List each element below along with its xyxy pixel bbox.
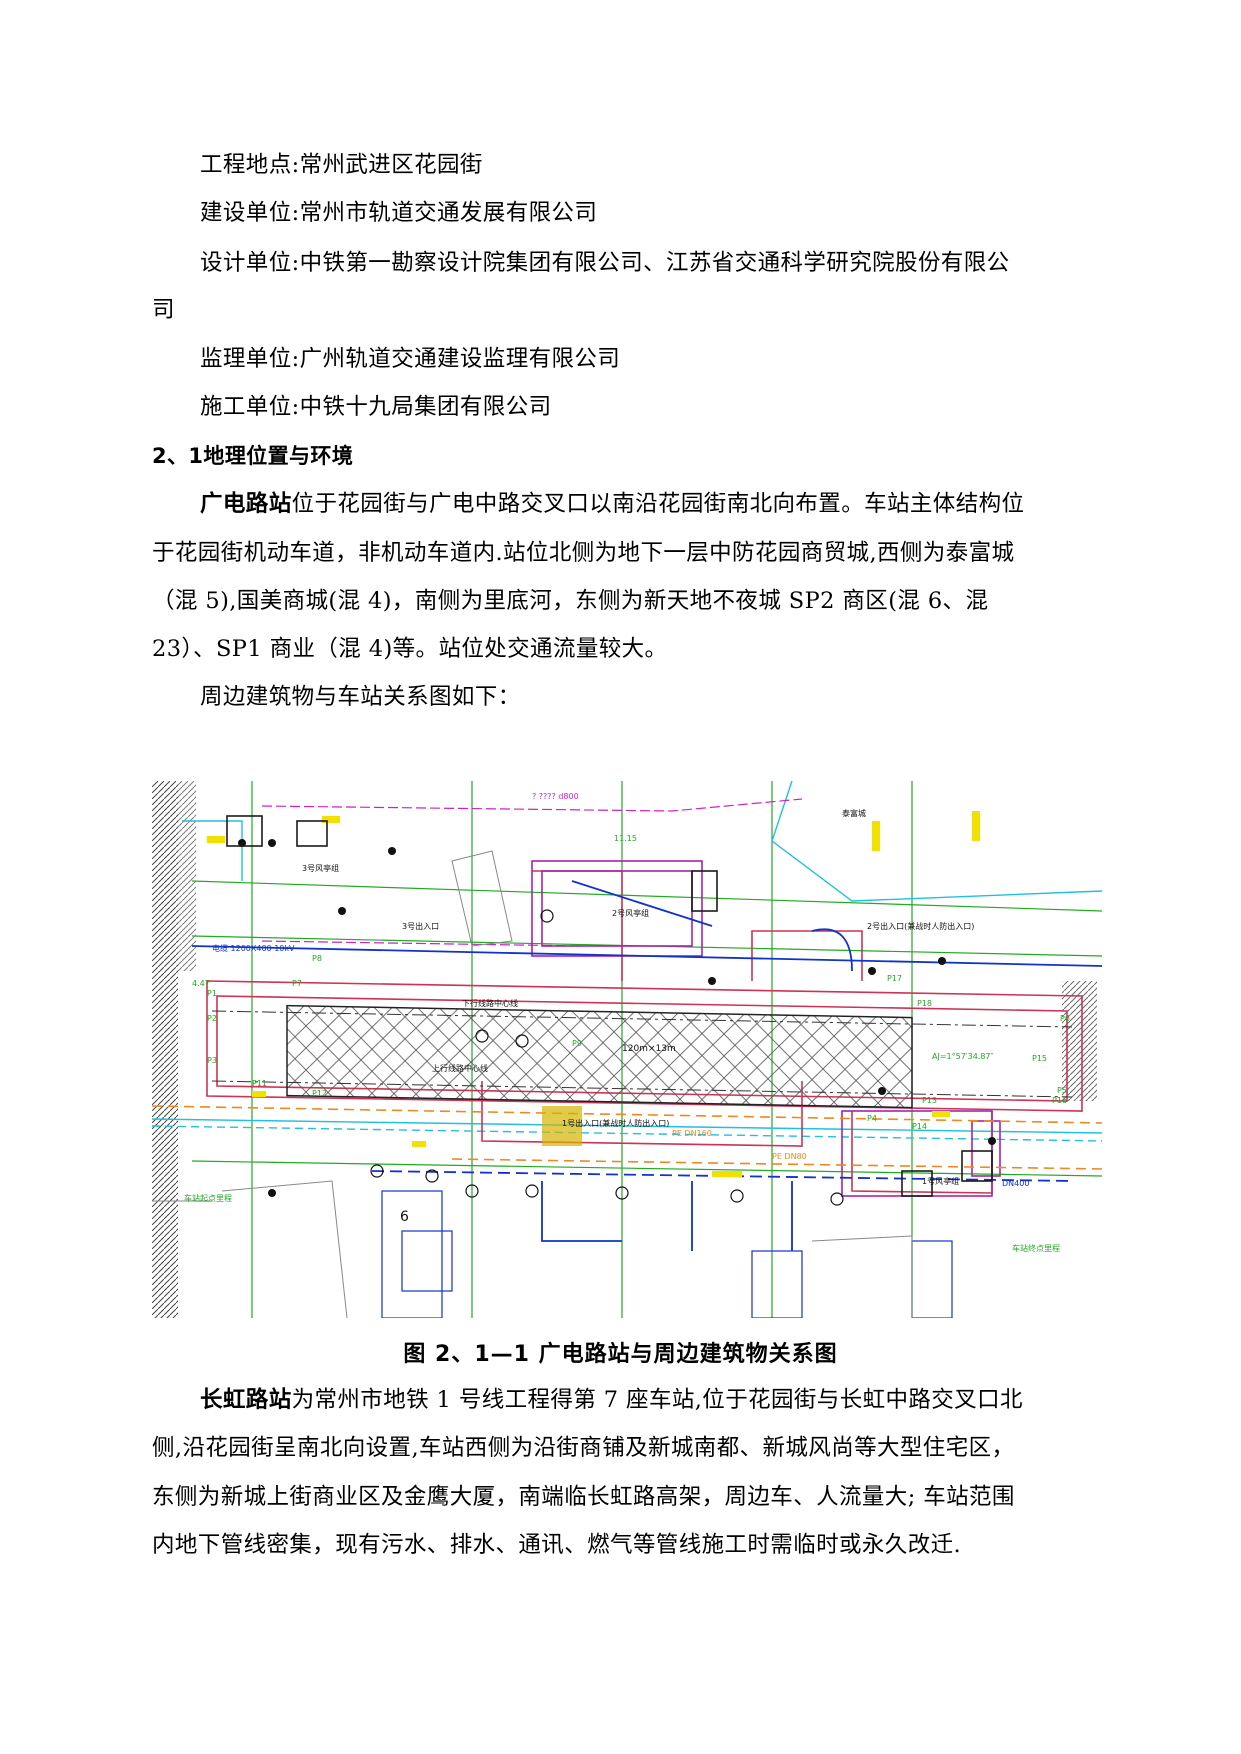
svg-text:P9: P9 xyxy=(572,1039,582,1048)
svg-text:P15: P15 xyxy=(1032,1054,1047,1063)
label-mileage1: 车站起点里程 xyxy=(184,1193,232,1203)
para1-line1: 广电路站位于花园街与广电中路交叉口以南沿花园街南北向布置。车站主体结构位 xyxy=(200,491,1025,517)
para3-line3: 东侧为新城上街商业区及金鹰大厦，南端临长虹路高架，周边车、人流量大; 车站范围 xyxy=(152,1484,1015,1510)
svg-text:P4: P4 xyxy=(867,1114,877,1123)
svg-text:P7: P7 xyxy=(292,979,302,988)
project-location-line: 工程地点:常州武进区花园街 xyxy=(200,152,483,178)
para3-bold-lead: 长虹路站 xyxy=(200,1387,292,1413)
svg-text:P18: P18 xyxy=(917,999,932,1008)
owner-line: 建设单位:常州市轨道交通发展有限公司 xyxy=(200,200,598,226)
para3-line4: 内地下管线密集，现有污水、排水、通讯、燃气等管线施工时需临时或永久改迁. xyxy=(152,1532,962,1558)
para1-line3: （混 5),国美商城(混 4)，南侧为里底河，东侧为新天地不夜城 SP2 商区(… xyxy=(152,588,989,614)
svg-text:P17: P17 xyxy=(887,974,902,983)
label-power: 电缆 1200X400 10kV xyxy=(212,943,295,953)
section-heading: 2、1地理位置与环境 xyxy=(152,444,354,468)
para3-line1: 长虹路站为常州市地铁 1 号线工程得第 7 座车站,位于花园街与长虹中路交叉口北 xyxy=(200,1387,1023,1413)
label-fan1: 1号风亭组 xyxy=(922,1176,959,1186)
label-angle: AJ=1°57′34.87″ xyxy=(932,1052,994,1061)
label-mark-b: 11.15 xyxy=(614,834,637,843)
label-exit1: 1号出入口(兼战时人防出入口) xyxy=(562,1118,669,1128)
label-pipe3: DN400 xyxy=(1002,1179,1029,1188)
svg-text:P12: P12 xyxy=(312,1089,327,1098)
svg-text:P8: P8 xyxy=(312,954,322,963)
station-outline xyxy=(206,870,1083,1194)
svg-text:P14: P14 xyxy=(912,1122,927,1131)
svg-text:P6: P6 xyxy=(1060,1014,1070,1023)
label-dims: 120m×13m xyxy=(622,1044,676,1054)
figure-caption: 图 2、1—1 广电路站与周边建筑物关系图 xyxy=(403,1342,838,1367)
para1-line2: 于花园街机动车道，非机动车道内.站位北侧为地下一层中防花园商贸城,西侧为泰富城 xyxy=(152,540,1015,566)
supervisor-line: 监理单位:广州轨道交通建设监理有限公司 xyxy=(200,346,621,372)
svg-text:P5: P5 xyxy=(1057,1086,1067,1095)
svg-text:P11: P11 xyxy=(252,1079,267,1088)
svg-text:P2: P2 xyxy=(207,1014,217,1023)
right-hatched-building xyxy=(1062,981,1097,1101)
station-main-body xyxy=(286,1004,913,1109)
label-fan2: 2号风亭组 xyxy=(612,908,649,918)
designer-line: 设计单位:中铁第一勘察设计院集团有限公司、江苏省交通科学研究院股份有限公 xyxy=(200,250,1010,276)
left-hatched-building xyxy=(152,781,178,1318)
label-down-line: 下行线路中心线 xyxy=(462,998,518,1008)
designer-line-continuation: 司 xyxy=(152,297,175,323)
label-pipe1: PE DN160 xyxy=(672,1129,712,1138)
label-taifu: 泰富城 xyxy=(842,808,866,818)
svg-text:P3: P3 xyxy=(207,1056,217,1065)
label-num6: 6 xyxy=(400,1209,409,1225)
para2-line: 周边建筑物与车站关系图如下： xyxy=(200,684,521,710)
contractor-line: 施工单位:中铁十九局集团有限公司 xyxy=(200,394,552,420)
label-mileage2: 车站终点里程 xyxy=(1012,1243,1060,1253)
para1-bold-lead: 广电路站 xyxy=(200,491,292,517)
site-plan-drawing: 泰富城 3号风亭组 2号风亭组 1号风亭组 3号出入口 2号出入口(兼战时人防出… xyxy=(152,781,1102,1318)
label-fan3: 3号风亭组 xyxy=(302,863,339,873)
svg-text:P16: P16 xyxy=(1052,1096,1067,1105)
label-mark-a: 4.47 xyxy=(192,979,210,988)
label-exit3: 3号出入口 xyxy=(402,921,439,931)
label-exit2: 2号出入口(兼战时人防出入口) xyxy=(867,921,974,931)
label-dn800: ? ???? d800 xyxy=(532,792,579,801)
label-pipe2: PE DN80 xyxy=(772,1152,807,1161)
svg-text:P13: P13 xyxy=(922,1096,937,1105)
label-up-line: 上行线路中心线 xyxy=(432,1063,488,1073)
svg-text:P1: P1 xyxy=(207,989,217,998)
para1-line4: 23）、SP1 商业（混 4)等。站位处交通流量较大。 xyxy=(152,636,668,662)
site-plan-figure: 泰富城 3号风亭组 2号风亭组 1号风亭组 3号出入口 2号出入口(兼战时人防出… xyxy=(152,781,1102,1318)
p-labels: P1 P2 P3 P4 P5 P6 P7 P8 P9 P11 P12 P13 P… xyxy=(207,954,1070,1131)
para3-line2: 侧,沿花园街呈南北向设置,车站西侧为沿街商铺及新城南都、新城风尚等大型住宅区， xyxy=(152,1435,1015,1461)
